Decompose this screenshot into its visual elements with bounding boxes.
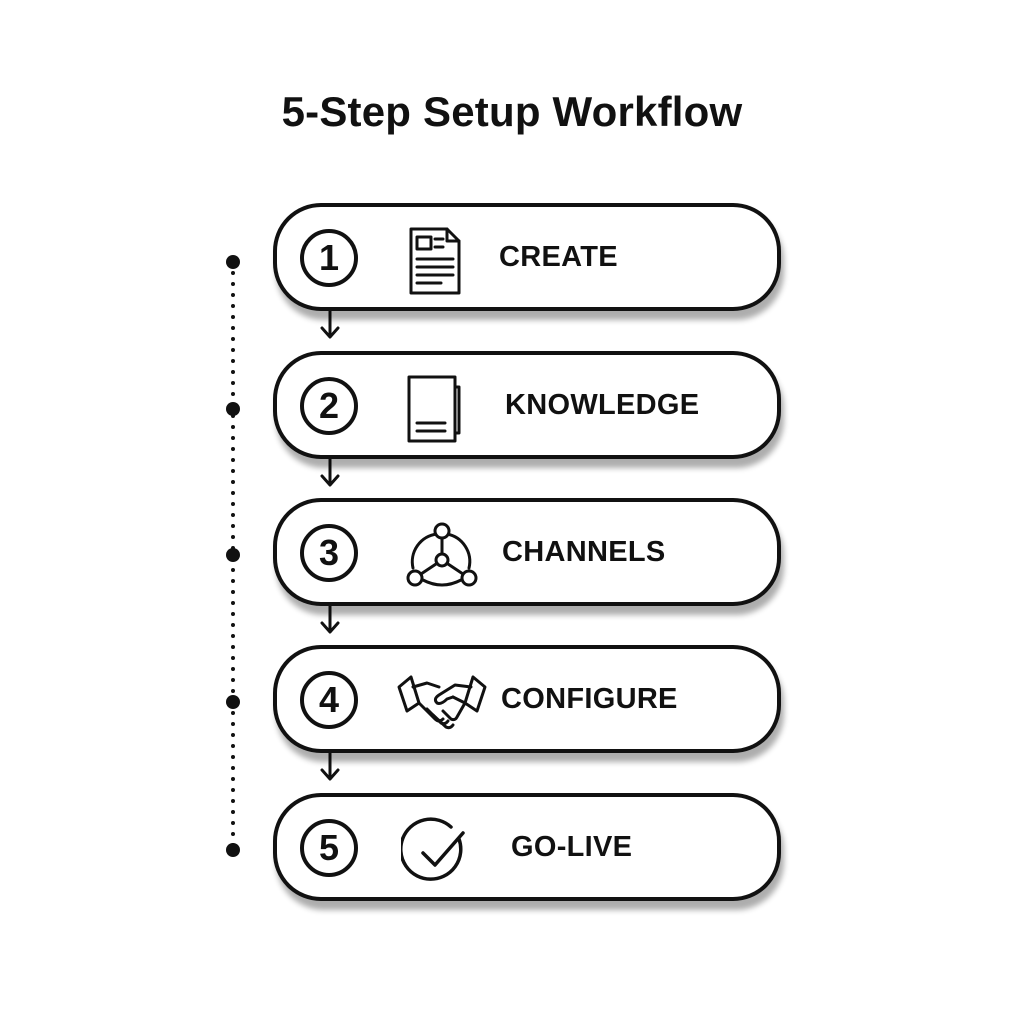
step-label: CREATE — [499, 241, 618, 273]
step-label: GO-LIVE — [511, 831, 633, 863]
document-icon — [401, 227, 481, 295]
step-label: KNOWLEDGE — [505, 389, 700, 421]
timeline-dot — [226, 843, 240, 857]
timeline-dot — [226, 695, 240, 709]
step-number: 5 — [300, 819, 358, 877]
connector-arrow — [320, 309, 340, 339]
check-circle-icon — [401, 817, 481, 885]
step-channels: 3 CHANNELS — [273, 498, 781, 606]
connector-arrow — [320, 604, 340, 634]
step-create: 1 CREATE — [273, 203, 781, 311]
step-label: CONFIGURE — [501, 683, 678, 715]
step-number: 1 — [300, 229, 358, 287]
network-icon — [401, 522, 481, 590]
step-configure: 4 CONFIGURE — [273, 645, 781, 753]
step-number: 2 — [300, 377, 358, 435]
timeline-dot — [226, 255, 240, 269]
timeline-dot — [226, 548, 240, 562]
page-title: 5-Step Setup Workflow — [281, 88, 743, 135]
step-go-live: 5 GO-LIVE — [273, 793, 781, 901]
step-knowledge: 2 KNOWLEDGE — [273, 351, 781, 459]
connector-arrow — [320, 751, 340, 781]
step-label: CHANNELS — [502, 536, 666, 568]
handshake-icon — [397, 669, 487, 737]
timeline-dot — [226, 402, 240, 416]
documents-icon — [401, 375, 481, 443]
step-number: 4 — [300, 671, 358, 729]
step-number: 3 — [300, 524, 358, 582]
connector-arrow — [320, 457, 340, 487]
